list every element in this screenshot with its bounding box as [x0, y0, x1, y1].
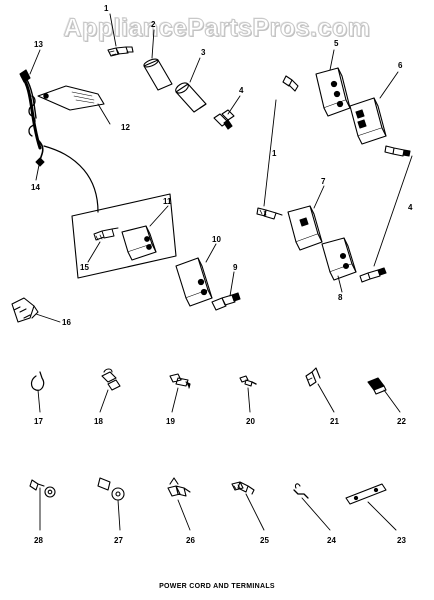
callout-label: 5	[334, 39, 339, 48]
callout-label: 11	[163, 197, 172, 206]
callout-label: 14	[31, 183, 40, 192]
terminal-24	[293, 483, 309, 499]
callout-label: 21	[330, 417, 339, 426]
sleeve-3	[175, 82, 207, 113]
terminal-4-top	[213, 109, 235, 130]
connector-6	[349, 97, 387, 145]
callout-label: 10	[212, 235, 221, 244]
callout-label: 7	[321, 177, 326, 186]
terminal-25	[231, 481, 255, 495]
callout-label: 12	[121, 123, 130, 132]
callout-label: 6	[398, 61, 403, 70]
terminal-26	[167, 477, 191, 497]
sleeve-2	[143, 58, 173, 91]
callout-label: 22	[397, 417, 406, 426]
leader-lines	[29, 13, 401, 531]
terminal-1-upper-right	[282, 75, 299, 92]
clip-17	[30, 371, 45, 391]
terminal-18	[101, 368, 121, 391]
terminal-1-lower-right	[256, 207, 283, 220]
strap-23	[345, 483, 387, 505]
callout-label: 28	[34, 536, 43, 545]
terminal-9	[211, 292, 241, 311]
callout-label: 4	[239, 86, 244, 95]
callout-label: 4	[408, 203, 413, 212]
callout-label: 15	[80, 263, 89, 272]
callout-label: 19	[166, 417, 175, 426]
callout-labels: 1 2 3 4 5 6 1 4 7 8 9 10 11 12 13 14 15 …	[31, 4, 413, 545]
housing-22	[367, 377, 387, 395]
ring-terminal-27	[97, 477, 125, 501]
callout-label: 13	[34, 40, 43, 49]
callout-label: 17	[34, 417, 43, 426]
connector-10	[175, 257, 213, 307]
callout-label: 2	[151, 20, 156, 29]
callout-label: 24	[327, 536, 336, 545]
terminal-21	[305, 367, 321, 387]
callout-label: 26	[186, 536, 195, 545]
callout-label: 9	[233, 263, 238, 272]
callout-label: 20	[246, 417, 255, 426]
terminal-20	[239, 375, 257, 387]
ring-terminal-28	[29, 479, 56, 498]
connector-5	[315, 67, 351, 117]
connector-7	[287, 205, 323, 251]
terminal-1-top	[107, 46, 134, 57]
terminal-4-lower-right	[359, 267, 387, 283]
cord-connector-box	[71, 193, 177, 279]
connector-8	[321, 237, 357, 281]
callout-label: 8	[338, 293, 343, 302]
terminal-19	[169, 373, 191, 389]
terminal-4-upper-right	[384, 145, 411, 157]
bracket-16	[11, 297, 39, 323]
callout-label: 23	[397, 536, 406, 545]
callout-label: 27	[114, 536, 123, 545]
power-cord-assembly	[19, 69, 105, 213]
callout-label: 1	[104, 4, 109, 13]
callout-label: 16	[62, 318, 71, 327]
callout-label: 25	[260, 536, 269, 545]
diagram-caption: POWER CORD AND TERMINALS	[159, 583, 275, 590]
callout-label: 18	[94, 417, 103, 426]
callout-label: 3	[201, 48, 206, 57]
callout-label: 1	[272, 149, 277, 158]
